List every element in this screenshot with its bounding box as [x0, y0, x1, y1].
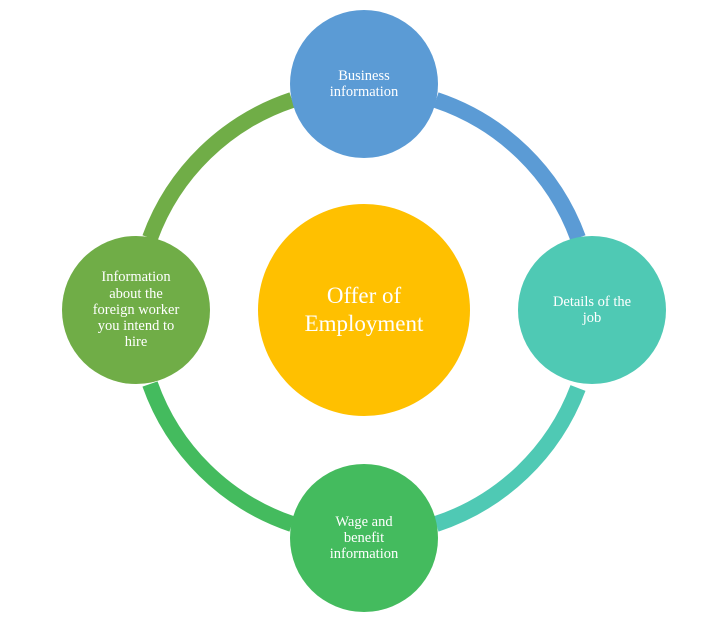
ring-arc-job-to-wage [433, 385, 586, 532]
node-circle-worker [62, 236, 210, 384]
ring-arc-business-to-job [433, 92, 586, 241]
ring-arc-worker-to-business [142, 92, 295, 241]
node-circle-wage [290, 464, 438, 612]
ring-arc-wage-to-worker [142, 381, 295, 532]
node-circle-business [290, 10, 438, 158]
node-circle-job [518, 236, 666, 384]
center-circle [258, 204, 470, 416]
